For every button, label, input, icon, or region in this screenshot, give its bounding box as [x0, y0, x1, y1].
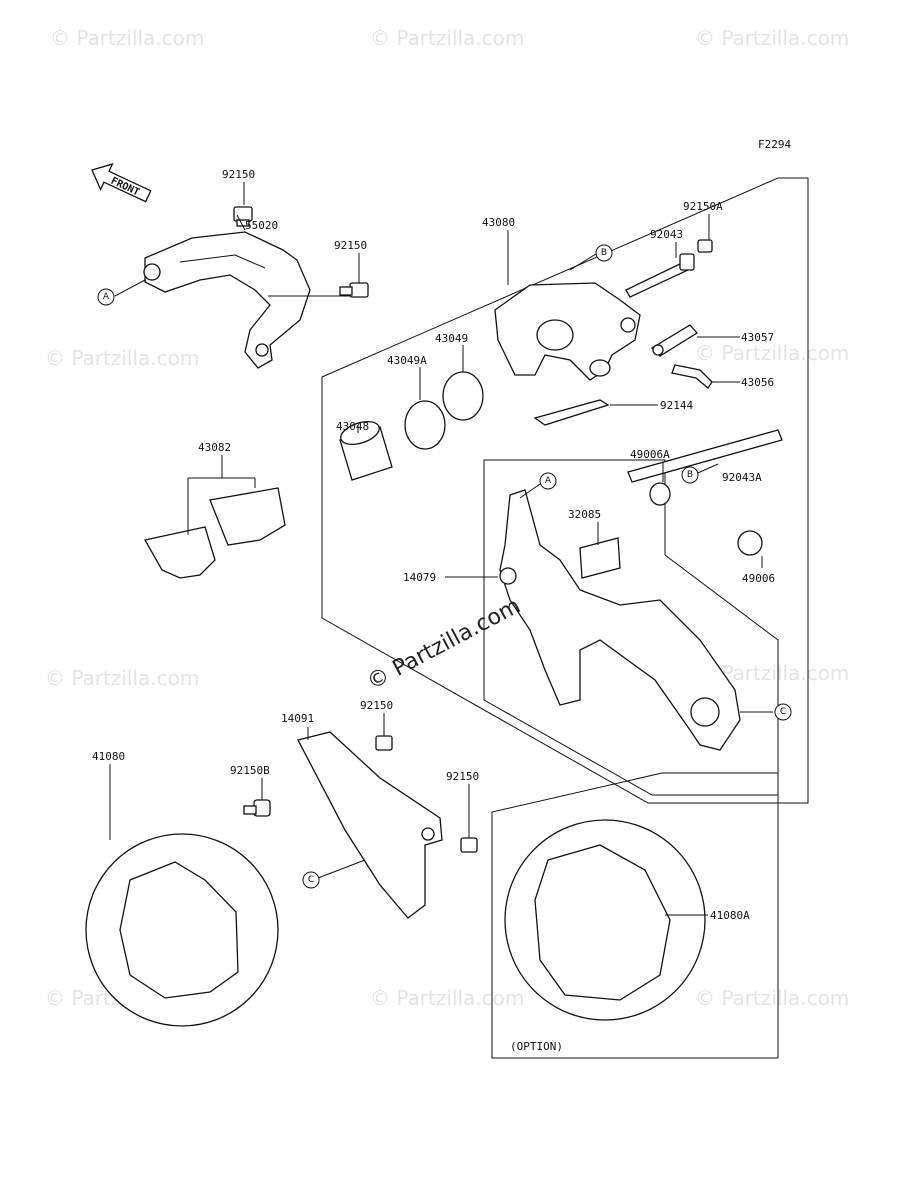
part-label-32085: 32085 — [568, 508, 601, 521]
part-label-49006: 49006 — [742, 572, 775, 585]
callout-A-left: A — [97, 288, 115, 306]
callout-C-guard: C — [302, 871, 320, 889]
callout-letter: B — [601, 248, 607, 258]
part-label-43057: 43057 — [741, 331, 774, 344]
brake-pads-43082 — [143, 487, 286, 579]
watermark: © Partzilla.com — [370, 986, 524, 1010]
boot-49006A — [649, 482, 671, 506]
caliper-body-43080 — [494, 282, 641, 381]
disc-guard-14091 — [297, 731, 443, 919]
front-arrow-icon: FRONT — [91, 163, 152, 203]
part-label-14091: 14091 — [281, 712, 314, 725]
brake-disc-41080A — [504, 819, 706, 1021]
pin-92043A — [627, 429, 783, 483]
part-label-92150: 92150 — [222, 168, 255, 181]
seal-43049 — [442, 371, 484, 421]
callout-letter: A — [103, 292, 110, 302]
bolt-92150-guard-1 — [375, 735, 393, 751]
pin-92043 — [625, 253, 695, 298]
part-label-92144: 92144 — [660, 399, 693, 412]
callout-letter: A — [545, 476, 552, 486]
seal-43049A — [404, 400, 446, 450]
part-label-43049A: 43049A — [387, 354, 427, 367]
part-label-92043: 92043 — [650, 228, 683, 241]
leader-lines — [109, 182, 773, 916]
part-label-41080: 41080 — [92, 750, 125, 763]
callout-B-top: B — [595, 244, 613, 262]
part-label-43082: 43082 — [198, 441, 231, 454]
part-label-43048: 43048 — [336, 420, 369, 433]
part-label-92150B: 92150B — [230, 764, 270, 777]
option-label: (OPTION) — [510, 1040, 563, 1053]
part-label-92043A: 92043A — [722, 471, 762, 484]
part-label-14079: 14079 — [403, 571, 436, 584]
watermark: © Partzilla.com — [370, 26, 524, 50]
part-label-49006A: 49006A — [630, 448, 670, 461]
option-disc-frame — [491, 772, 779, 1059]
watermark: © Partzilla.com — [45, 666, 199, 690]
brake-disc-41080 — [85, 833, 279, 1027]
watermark: © Partzilla.com — [695, 26, 849, 50]
watermark: © Partzilla.com — [45, 346, 199, 370]
part-label-92150: 92150 — [446, 770, 479, 783]
part-label-55020: 55020 — [245, 219, 278, 232]
pad-spring-32085 — [579, 537, 621, 579]
callout-letter: C — [780, 707, 786, 717]
watermark: © Partzilla.com — [50, 26, 204, 50]
bleeder-valve-43056 — [671, 364, 713, 389]
boot-49006 — [737, 530, 763, 556]
bolt-92150-mid — [339, 282, 369, 298]
caliper-bracket-55020 — [143, 231, 311, 369]
watermark: © Partzilla.com — [695, 341, 849, 365]
callout-letter: C — [308, 875, 314, 885]
part-label-41080A: 41080A — [710, 909, 750, 922]
figure-code: F2294 — [758, 138, 791, 151]
caliper-holder-14079 — [499, 489, 741, 751]
watermark: © Partzilla.com — [695, 986, 849, 1010]
part-labels: 92150 55020 92150 43080 92150A 92043 430… — [92, 168, 775, 922]
part-label-43080: 43080 — [482, 216, 515, 229]
part-label-92150: 92150 — [334, 239, 367, 252]
callout-A-bracket: A — [539, 472, 557, 490]
part-label-92150A: 92150A — [683, 200, 723, 213]
callout-letter: B — [687, 470, 693, 480]
callout-C-bracket: C — [774, 703, 792, 721]
part-label-43049: 43049 — [435, 332, 468, 345]
part-label-92150: 92150 — [360, 699, 393, 712]
part-label-43056: 43056 — [741, 376, 774, 389]
plug-92150A — [697, 239, 713, 253]
callout-B-pin: B — [681, 466, 699, 484]
piston-43048 — [339, 421, 393, 481]
caliper-assembly-frame — [321, 177, 809, 804]
bolt-92150B — [243, 799, 271, 817]
watermarks: © Partzilla.com © Partzilla.com © Partzi… — [45, 26, 849, 1010]
center-watermark: © Partzilla.com — [363, 594, 525, 696]
bolt-92150-guard-2 — [460, 837, 478, 853]
pad-spring-92144 — [533, 399, 610, 426]
bleeder-cap-43057 — [650, 324, 698, 357]
